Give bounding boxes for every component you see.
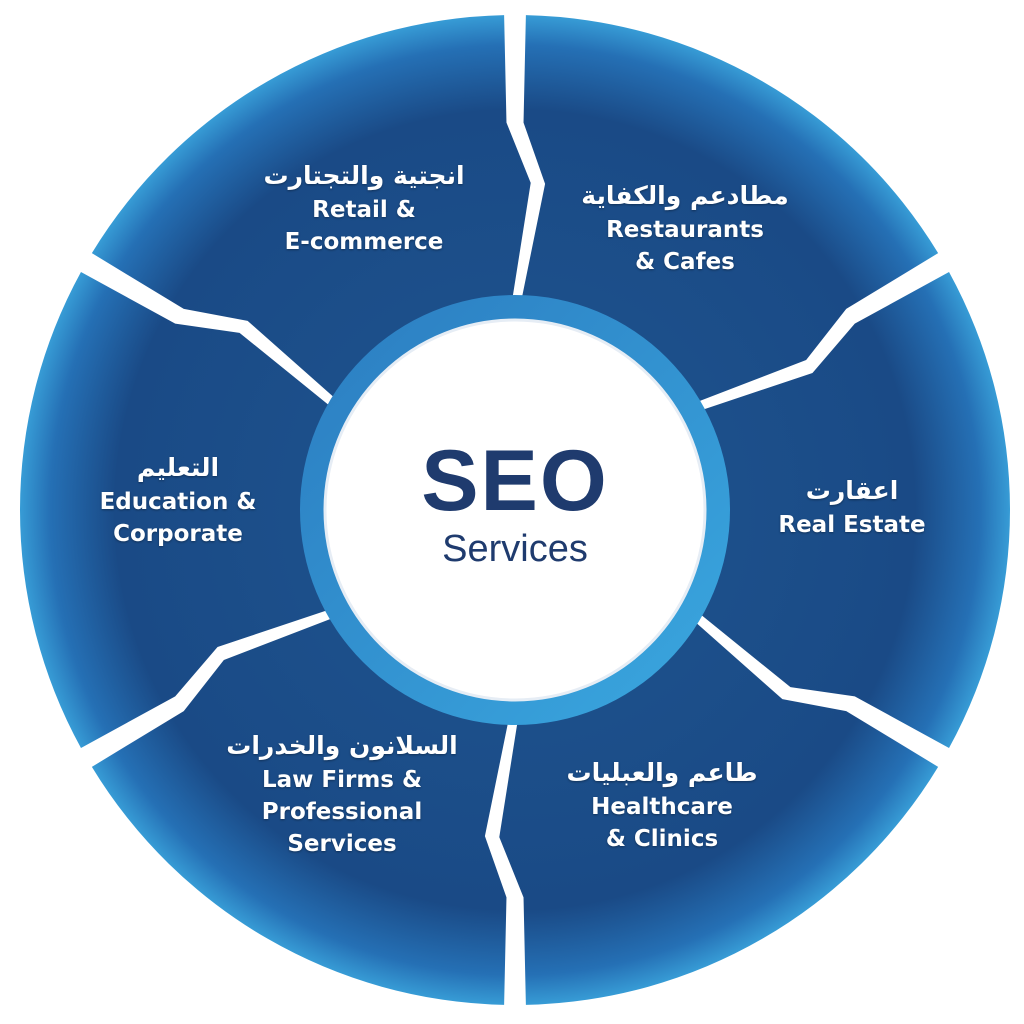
segment-arabic-label: طاعم والعبليات <box>566 758 758 787</box>
wheel-segment <box>519 15 939 407</box>
wheel-segment <box>690 271 1010 749</box>
segment-retail-ecommerce: انجتية والتجتارت Retail & E-commerce <box>234 160 494 258</box>
segment-arabic-label: انجتية والتجتارت <box>263 161 465 190</box>
segment-education-corporate: التعليم Education & Corporate <box>48 452 308 550</box>
center-subtitle: Services <box>442 528 588 570</box>
segment-english-label: Law Firms & Professional Services <box>261 767 423 857</box>
segment-english-label: Real Estate <box>778 512 926 538</box>
segment-restaurants-cafes: مطادعم والكفاية Restaurants & Cafes <box>555 180 815 278</box>
center-circle <box>323 318 707 702</box>
segment-arabic-label: مطادعم والكفاية <box>581 181 789 210</box>
segment-english-label: Healthcare & Clinics <box>591 794 733 852</box>
segment-arabic-label: التعليم <box>136 453 220 482</box>
wheel-segment <box>499 613 939 1005</box>
segment-english-label: Retail & E-commerce <box>284 197 444 255</box>
wheel-segment <box>91 15 531 407</box>
center-title: SEO <box>421 433 609 529</box>
wheel-segment <box>91 613 511 1005</box>
wheel-segment <box>19 271 340 749</box>
segment-healthcare-clinics: طاعم والعبليات Healthcare & Clinics <box>532 757 792 855</box>
segment-real-estate: اعقارت Real Estate <box>722 475 982 541</box>
segment-arabic-label: اعقارت <box>805 476 899 505</box>
segment-arabic-label: السلانون والخدرات <box>226 731 458 760</box>
segment-law-firms: السلانون والخدرات Law Firms & Profession… <box>212 730 472 860</box>
segment-english-label: Restaurants & Cafes <box>606 217 764 275</box>
segment-english-label: Education & Corporate <box>99 489 257 547</box>
